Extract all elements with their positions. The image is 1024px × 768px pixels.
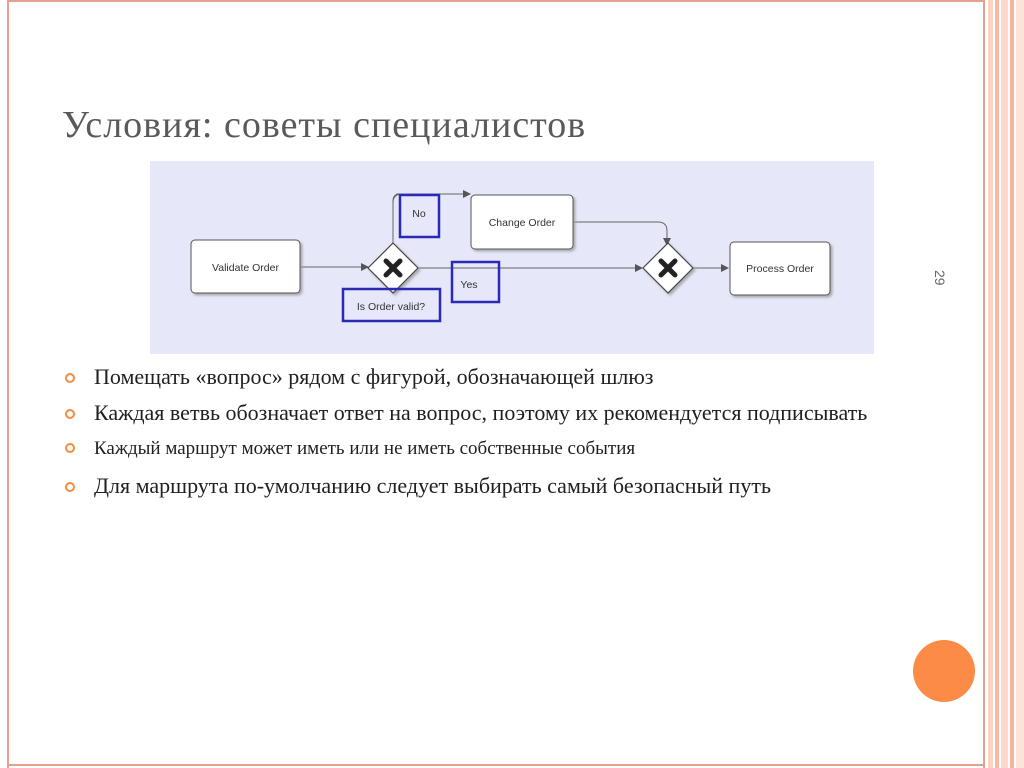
- frame-right-line: [983, 0, 985, 768]
- bpmn-diagram: Validate Order Change Order Process Orde…: [150, 161, 874, 354]
- exclusive-gateway-merge: [642, 242, 694, 294]
- bullet-list: Помещать «вопрос» рядом с фигурой, обозн…: [62, 362, 942, 507]
- task-label: Validate Order: [212, 262, 279, 274]
- right-stripe: [1010, 0, 1014, 768]
- right-stripe: [1016, 0, 1024, 768]
- right-stripe: [995, 0, 999, 768]
- branch-label: Yes: [460, 279, 477, 291]
- x-icon: [658, 258, 678, 278]
- bullet-circle-icon: [65, 482, 75, 492]
- frame-left-line: [7, 0, 9, 768]
- label-yes: Yes: [450, 260, 501, 304]
- task-label: Change Order: [489, 217, 556, 229]
- x-icon: [383, 258, 403, 278]
- bullet-item: Помещать «вопрос» рядом с фигурой, обозн…: [62, 362, 942, 391]
- bullet-text: Для маршрута по-умолчанию следует выбира…: [94, 473, 771, 498]
- bullet-circle-icon: [65, 373, 75, 383]
- bullet-item: Для маршрута по-умолчанию следует выбира…: [62, 471, 942, 500]
- right-stripe: [1001, 0, 1008, 768]
- bullet-item: Каждая ветвь обозначает ответ на вопрос,…: [62, 398, 942, 427]
- task-change-order: Change Order: [470, 194, 574, 250]
- label-no: No: [398, 193, 441, 239]
- connector: [573, 221, 671, 246]
- gateway-question: Is Order valid?: [357, 301, 425, 313]
- bullet-text: Каждый маршрут может иметь или не иметь …: [94, 438, 636, 459]
- frame-top-line: [7, 0, 985, 2]
- bullet-text: Каждая ветвь обозначает ответ на вопрос,…: [94, 400, 868, 425]
- label-question: Is Order valid?: [341, 287, 442, 323]
- right-stripe: [988, 0, 993, 768]
- bullet-item: Каждый маршрут может иметь или не иметь …: [62, 434, 942, 463]
- bullet-text: Помещать «вопрос» рядом с фигурой, обозн…: [94, 364, 654, 389]
- exclusive-gateway-split: [367, 242, 419, 294]
- bullet-circle-icon: [65, 409, 75, 419]
- bullet-circle-icon: [65, 443, 75, 453]
- branch-label: No: [412, 208, 426, 220]
- task-validate-order: Validate Order: [190, 239, 301, 294]
- frame-bottom-line: [7, 764, 985, 766]
- decorative-orange-circle: [913, 640, 975, 702]
- slide-title: Условия: советы специалистов: [62, 104, 587, 146]
- task-process-order: Process Order: [729, 241, 831, 296]
- task-label: Process Order: [746, 263, 814, 275]
- page-number: 29: [932, 270, 948, 286]
